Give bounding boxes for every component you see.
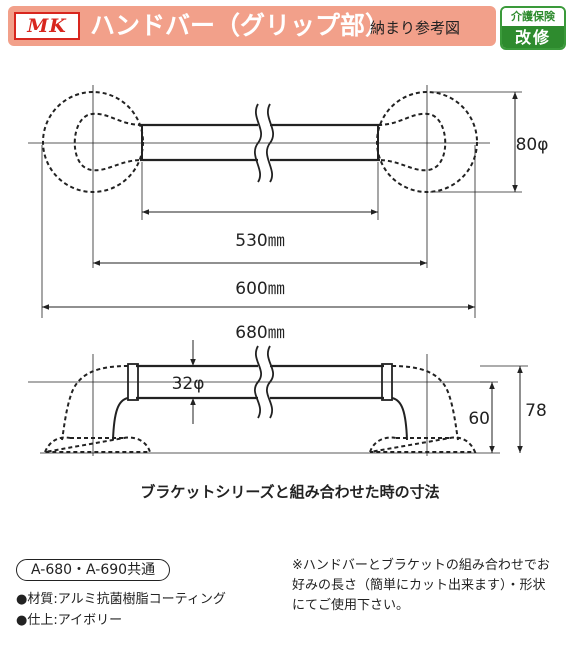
care-insurance-badge: 介護保険 改修: [500, 6, 566, 50]
spec-material: ●材質:アルミ抗菌樹脂コーティング: [16, 592, 226, 607]
left-bracket-base: [44, 436, 152, 453]
page-title: ハンドバー（グリップ部）: [90, 11, 391, 40]
label-680: 680㎜: [235, 323, 284, 343]
right-bracket-cap: [381, 363, 393, 401]
spec-finish: ●仕上:アイボリー: [16, 613, 123, 628]
right-bracket-arm-inner: [391, 397, 408, 441]
label-height-60: 60: [468, 409, 490, 429]
badge-label-bottom: 改修: [502, 26, 564, 48]
top-break-left: [254, 103, 262, 183]
note-line-3: にてご使用下さい。: [292, 598, 410, 613]
left-bracket-arm-outer: [61, 365, 129, 441]
top-break-right: [266, 103, 274, 183]
header-bar: MK ハンドバー（グリップ部） 納まり参考図: [8, 6, 496, 46]
left-bracket-neck: [73, 112, 143, 172]
brand-logo: MK: [14, 12, 80, 40]
model-numbers-tag: A-680・A-690共通: [16, 559, 171, 581]
note-line-1: ※ハンドバーとブラケットの組み合わせでお: [292, 558, 550, 573]
label-600: 600㎜: [235, 279, 284, 299]
right-bracket-base: [369, 436, 477, 453]
badge-label-top: 介護保険: [502, 8, 564, 26]
label-diameter-80: 80φ: [516, 135, 549, 155]
left-bracket-cap: [127, 363, 139, 401]
note-line-2: 好みの長さ（簡単にカット出来ます）・形状: [292, 578, 546, 593]
usage-note: ※ハンドバーとブラケットの組み合わせでお 好みの長さ（簡単にカット出来ます）・形…: [292, 556, 572, 616]
label-530: 530㎜: [235, 231, 284, 251]
top-view: [28, 85, 522, 318]
right-bracket-arm-outer: [391, 365, 459, 441]
page-subtitle: 納まり参考図: [370, 19, 461, 37]
left-bracket-arm-inner: [112, 397, 129, 441]
side-break-right: [266, 345, 274, 419]
side-view: [28, 340, 528, 456]
side-break-left: [254, 345, 262, 419]
right-bracket-neck: [377, 112, 447, 172]
label-diameter-32: 32φ: [172, 374, 205, 394]
drawing-caption: ブラケットシリーズと組み合わせた時の寸法: [140, 483, 440, 501]
label-height-78: 78: [525, 401, 547, 421]
